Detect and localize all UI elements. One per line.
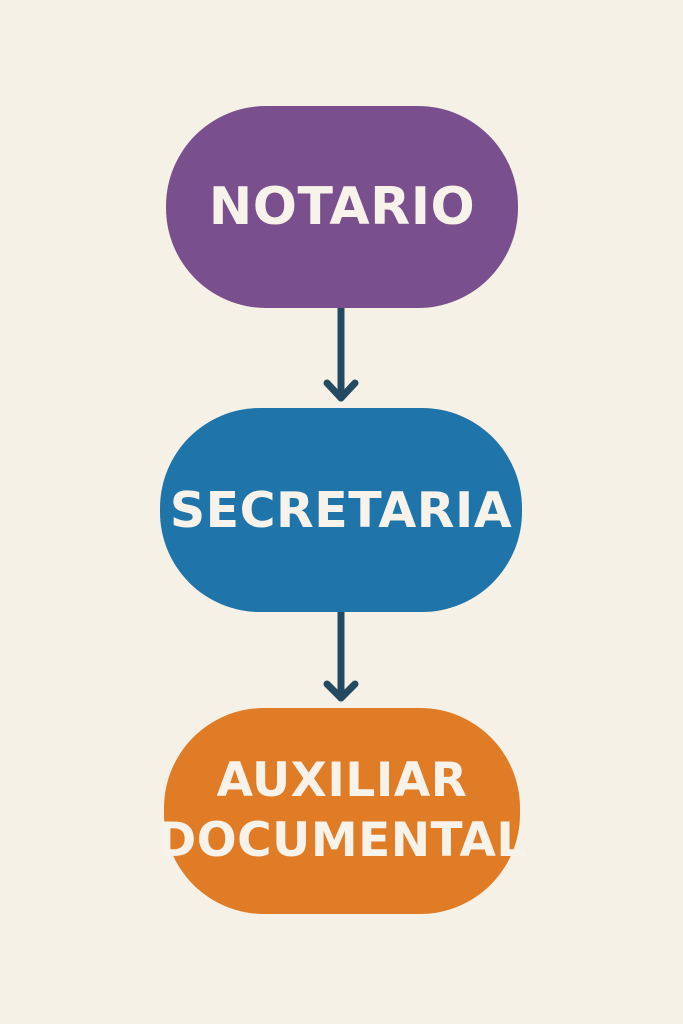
node-notario: NOTARIO bbox=[166, 106, 518, 308]
arrow-secretaria-to-auxiliar bbox=[323, 608, 359, 702]
node-auxiliar-label-line-2: DOCUMENTAL bbox=[157, 813, 527, 868]
node-secretaria-label: SECRETARIA bbox=[169, 481, 513, 539]
node-secretaria: SECRETARIA bbox=[160, 408, 522, 612]
node-notario-label: NOTARIO bbox=[208, 177, 476, 237]
node-auxiliar-documental: AUXILIAR DOCUMENTAL bbox=[157, 708, 526, 914]
node-auxiliar-label-line-1: AUXILIAR bbox=[216, 753, 468, 808]
arrow-notario-to-secretaria bbox=[323, 304, 359, 402]
